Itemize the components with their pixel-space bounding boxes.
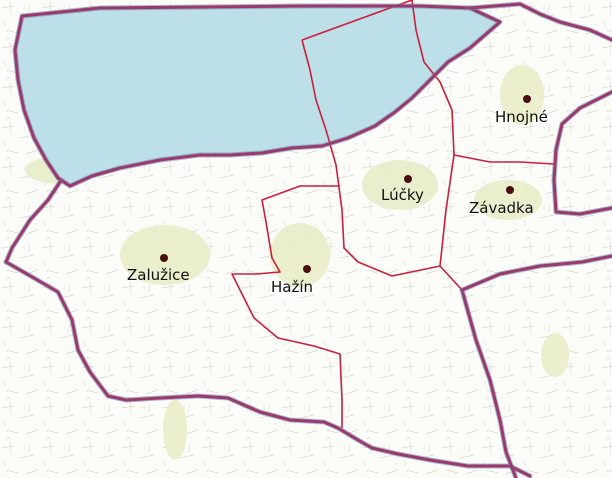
town-label-lucky[interactable]: Lúčky: [381, 186, 424, 204]
town-label-zaluzice[interactable]: Zalužice: [127, 266, 190, 284]
town-marker-hnojne[interactable]: [523, 95, 531, 103]
town-label-hazin[interactable]: Hažín: [271, 278, 313, 296]
town-marker-lucky[interactable]: [404, 175, 412, 183]
town-label-hnojne[interactable]: Hnojné: [495, 108, 548, 126]
municipal-boundaries: [231, 0, 555, 428]
district-boundary: [3, 1, 612, 478]
town-marker-zaluzice[interactable]: [160, 254, 168, 262]
town-marker-hazin[interactable]: [303, 265, 311, 273]
town-marker-zavadka[interactable]: [506, 186, 514, 194]
water-reservoir: [15, 6, 500, 186]
town-markers: [160, 95, 531, 273]
town-labels: Hnojné Lúčky Závadka Zalužice Hažín: [127, 108, 548, 296]
town-label-zavadka[interactable]: Závadka: [469, 199, 534, 217]
